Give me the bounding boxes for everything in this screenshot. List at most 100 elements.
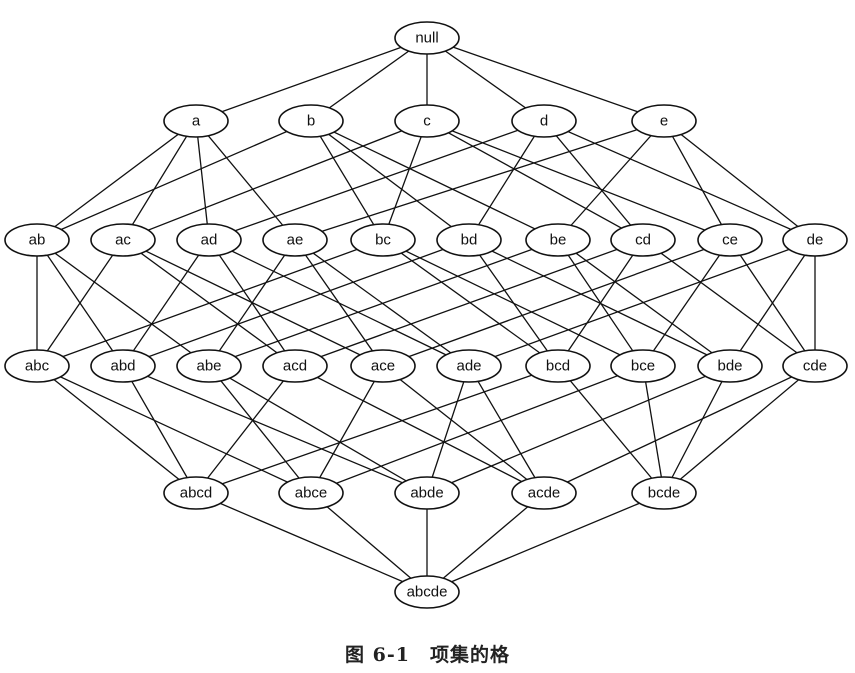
edge-e-de — [663, 120, 816, 241]
node-acd: acd — [262, 349, 328, 383]
node-label: b — [307, 113, 315, 130]
node-ellipse — [163, 104, 229, 138]
edge-bce-bcde — [642, 365, 665, 494]
node-ellipse — [278, 476, 344, 510]
edge-abe-abde — [208, 365, 428, 494]
edge-bce-abce — [310, 365, 644, 494]
edge-e-be — [557, 120, 665, 241]
node-label: bde — [717, 358, 742, 375]
node-abcd: abcd — [163, 476, 229, 510]
node-ade: ade — [436, 349, 502, 383]
edge-abcd-abcde — [195, 492, 428, 593]
node-label: be — [550, 232, 567, 249]
node-label: abcde — [407, 584, 448, 601]
node-label: null — [415, 30, 438, 47]
edge-cd-cde — [642, 239, 816, 367]
node-abe: abe — [176, 349, 242, 383]
node-label: abc — [25, 358, 50, 375]
node-label: ac — [115, 232, 131, 249]
node-ellipse — [436, 223, 502, 257]
node-ellipse — [436, 349, 502, 383]
edge-b-bc — [310, 120, 384, 241]
node-label: ab — [29, 232, 46, 249]
node-label: c — [423, 113, 431, 130]
edge-bde-abde — [426, 365, 731, 494]
node-label: acde — [528, 485, 561, 502]
edge-a-ac — [122, 120, 197, 241]
edge-bcd-bcde — [557, 365, 665, 494]
node-ellipse — [176, 223, 242, 257]
node-ellipse — [4, 223, 70, 257]
edge-bcde-abcde — [426, 492, 665, 593]
edge-ace-acde — [382, 365, 545, 494]
edge-cd-bcd — [557, 239, 644, 367]
edge-abce-abcde — [310, 492, 428, 593]
edge-b-be — [310, 120, 559, 241]
edge-abd-abde — [122, 365, 428, 494]
node-ab: ab — [4, 223, 70, 257]
edge-c-ac — [122, 120, 428, 241]
node-de: de — [782, 223, 848, 257]
node-label: a — [192, 113, 201, 130]
node-ellipse — [631, 476, 697, 510]
node-ellipse — [782, 349, 848, 383]
node-ellipse — [394, 21, 460, 55]
node-e: e — [631, 104, 697, 138]
edge-c-ce — [426, 120, 731, 241]
node-bcd: bcd — [525, 349, 591, 383]
edge-ab-abe — [36, 239, 210, 367]
edge-d-ad — [208, 120, 545, 241]
node-ellipse — [697, 223, 763, 257]
node-ellipse — [697, 349, 763, 383]
node-ellipse — [394, 476, 460, 510]
node-ce: ce — [697, 223, 763, 257]
node-ellipse — [262, 349, 328, 383]
node-abc: abc — [4, 349, 70, 383]
edge-b-bd — [310, 120, 470, 241]
edge-acd-acde — [294, 365, 545, 494]
lattice-edges — [36, 37, 816, 593]
edge-a-ab — [36, 120, 197, 241]
edge-acde-abcde — [426, 492, 545, 593]
edge-be-abe — [208, 239, 559, 367]
node-ellipse — [278, 104, 344, 138]
edge-abd-abcd — [122, 365, 197, 494]
node-ellipse — [511, 476, 577, 510]
node-ellipse — [262, 223, 328, 257]
edge-abc-abcd — [36, 365, 197, 494]
node-ellipse — [511, 104, 577, 138]
node-label: ae — [287, 232, 304, 249]
node-ellipse — [610, 349, 676, 383]
node-ac: ac — [90, 223, 156, 257]
node-label: ade — [456, 358, 481, 375]
edge-c-bc — [382, 120, 428, 241]
edge-de-ade — [468, 239, 816, 367]
edge-ade-abde — [426, 365, 470, 494]
node-acde: acde — [511, 476, 577, 510]
node-a: a — [163, 104, 229, 138]
edge-abe-abce — [208, 365, 312, 494]
edge-de-bde — [729, 239, 816, 367]
node-ellipse — [525, 223, 591, 257]
node-cde: cde — [782, 349, 848, 383]
node-label: bd — [461, 232, 478, 249]
node-bcde: bcde — [631, 476, 697, 510]
node-label: abcd — [180, 485, 213, 502]
edge-e-ae — [294, 120, 665, 241]
node-ellipse — [350, 349, 416, 383]
edge-d-bd — [468, 120, 545, 241]
edge-a-ae — [195, 120, 296, 241]
edge-cd-acd — [294, 239, 644, 367]
node-b: b — [278, 104, 344, 138]
node-d: d — [511, 104, 577, 138]
node-label: ad — [201, 232, 218, 249]
node-c: c — [394, 104, 460, 138]
node-ellipse — [394, 104, 460, 138]
edge-bd-bde — [468, 239, 731, 367]
edge-ad-abd — [122, 239, 210, 367]
node-label: cd — [635, 232, 651, 249]
node-be: be — [525, 223, 591, 257]
edge-cde-acde — [543, 365, 816, 494]
